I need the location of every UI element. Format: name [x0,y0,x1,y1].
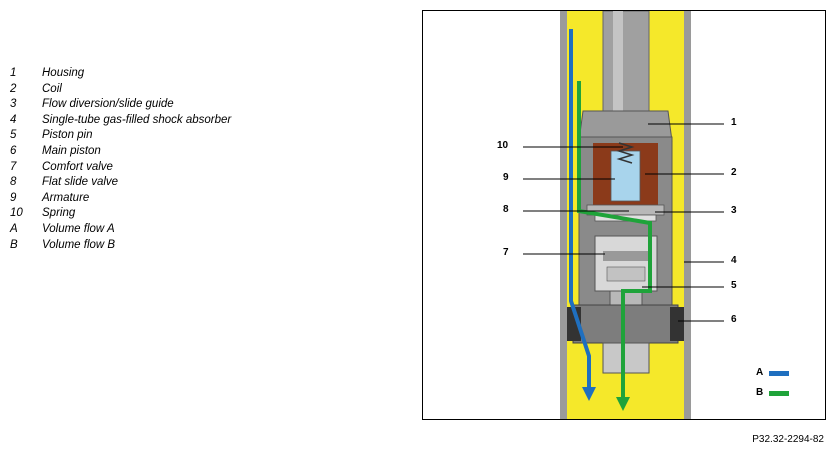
flow-b-arrowhead [616,397,630,411]
legend-key: 4 [10,113,17,126]
legend-row: 7 Comfort valve [10,160,231,176]
legend-row: 10 Spring [10,206,231,222]
legend-row: 6 Main piston [10,144,231,160]
comfort-valve [594,235,658,292]
legend-key: 2 [10,82,17,95]
legend-text: Main piston [42,144,101,157]
legend-text: Housing [42,67,85,79]
piston-rod-highlight [613,11,623,111]
armature [610,150,641,202]
legend-row: 5 Piston pin [10,128,231,144]
flow-a-path [569,29,591,389]
callout-3: 3 [731,205,737,216]
flow-b-swatch [769,391,789,396]
flow-a-label: A [756,367,764,378]
legend-text: Flow diversion/slide guide [42,98,174,111]
legend-key: 3 [10,98,17,111]
legend-text: Coil [42,82,62,95]
spring [616,142,635,164]
legend-key: B [10,238,18,251]
flow-b-label: B [756,387,764,398]
legend-key: 7 [10,160,17,173]
legend-row: 8 Flat slide valve [10,175,231,191]
legend-row: 2 Coil [10,82,231,98]
figure-reference: P32.32-2294-82 [752,434,824,445]
legend-key: 9 [10,191,17,204]
legend-key: 1 [10,67,17,79]
legend-key: A [10,222,18,235]
legend-row: 3 Flow diversion/slide guide [10,97,231,113]
legend-row: A Volume flow A [10,222,231,238]
leader-lines [523,123,724,322]
legend-text: Flat slide valve [42,176,119,189]
piston-seal-right [670,307,684,341]
comfort-valve-seat [606,266,646,282]
legend-row: 1 Housing [10,66,231,82]
callout-6: 6 [731,314,737,325]
flow-a-swatch [769,371,789,376]
flow-a-arrowhead [582,387,596,401]
callout-9: 9 [503,172,509,183]
piston-nut [602,342,650,374]
legend-text: Single-tube gas-filled shock absorber [42,113,232,126]
legend-row: B Volume flow B [10,238,231,254]
legend-key: 5 [10,129,17,142]
legend-row: 9 Armature [10,191,231,207]
legend-text: Spring [42,207,76,220]
callout-10: 10 [497,140,509,151]
callout-5: 5 [731,280,737,291]
legend-row: 4 Single-tube gas-filled shock absorber [10,113,231,129]
legend-text: Comfort valve [42,160,113,173]
piston-rod [602,11,650,112]
legend-key: 8 [10,176,17,189]
comfort-valve-disc [603,251,649,261]
legend-text: Armature [42,191,90,204]
legend-text: Piston pin [42,129,93,142]
parts-legend: 1 Housing 2 Coil 3 Flow diversion/slide gui… [10,66,231,253]
callout-2: 2 [731,167,737,178]
shock-absorber-cross-section [523,11,724,419]
flow-b-path [577,81,652,399]
legend-key: 10 [10,207,23,220]
main-piston [572,304,679,344]
callout-7: 7 [503,247,509,258]
legend-text: Volume flow A [42,222,115,235]
callout-1: 1 [731,117,737,128]
callout-8: 8 [503,204,509,215]
callout-4: 4 [731,255,737,266]
shock-absorber-figure: 1 2 3 4 5 6 7 8 9 10 A B [422,10,826,420]
legend-text: Volume flow B [42,238,116,251]
legend-key: 6 [10,144,17,157]
